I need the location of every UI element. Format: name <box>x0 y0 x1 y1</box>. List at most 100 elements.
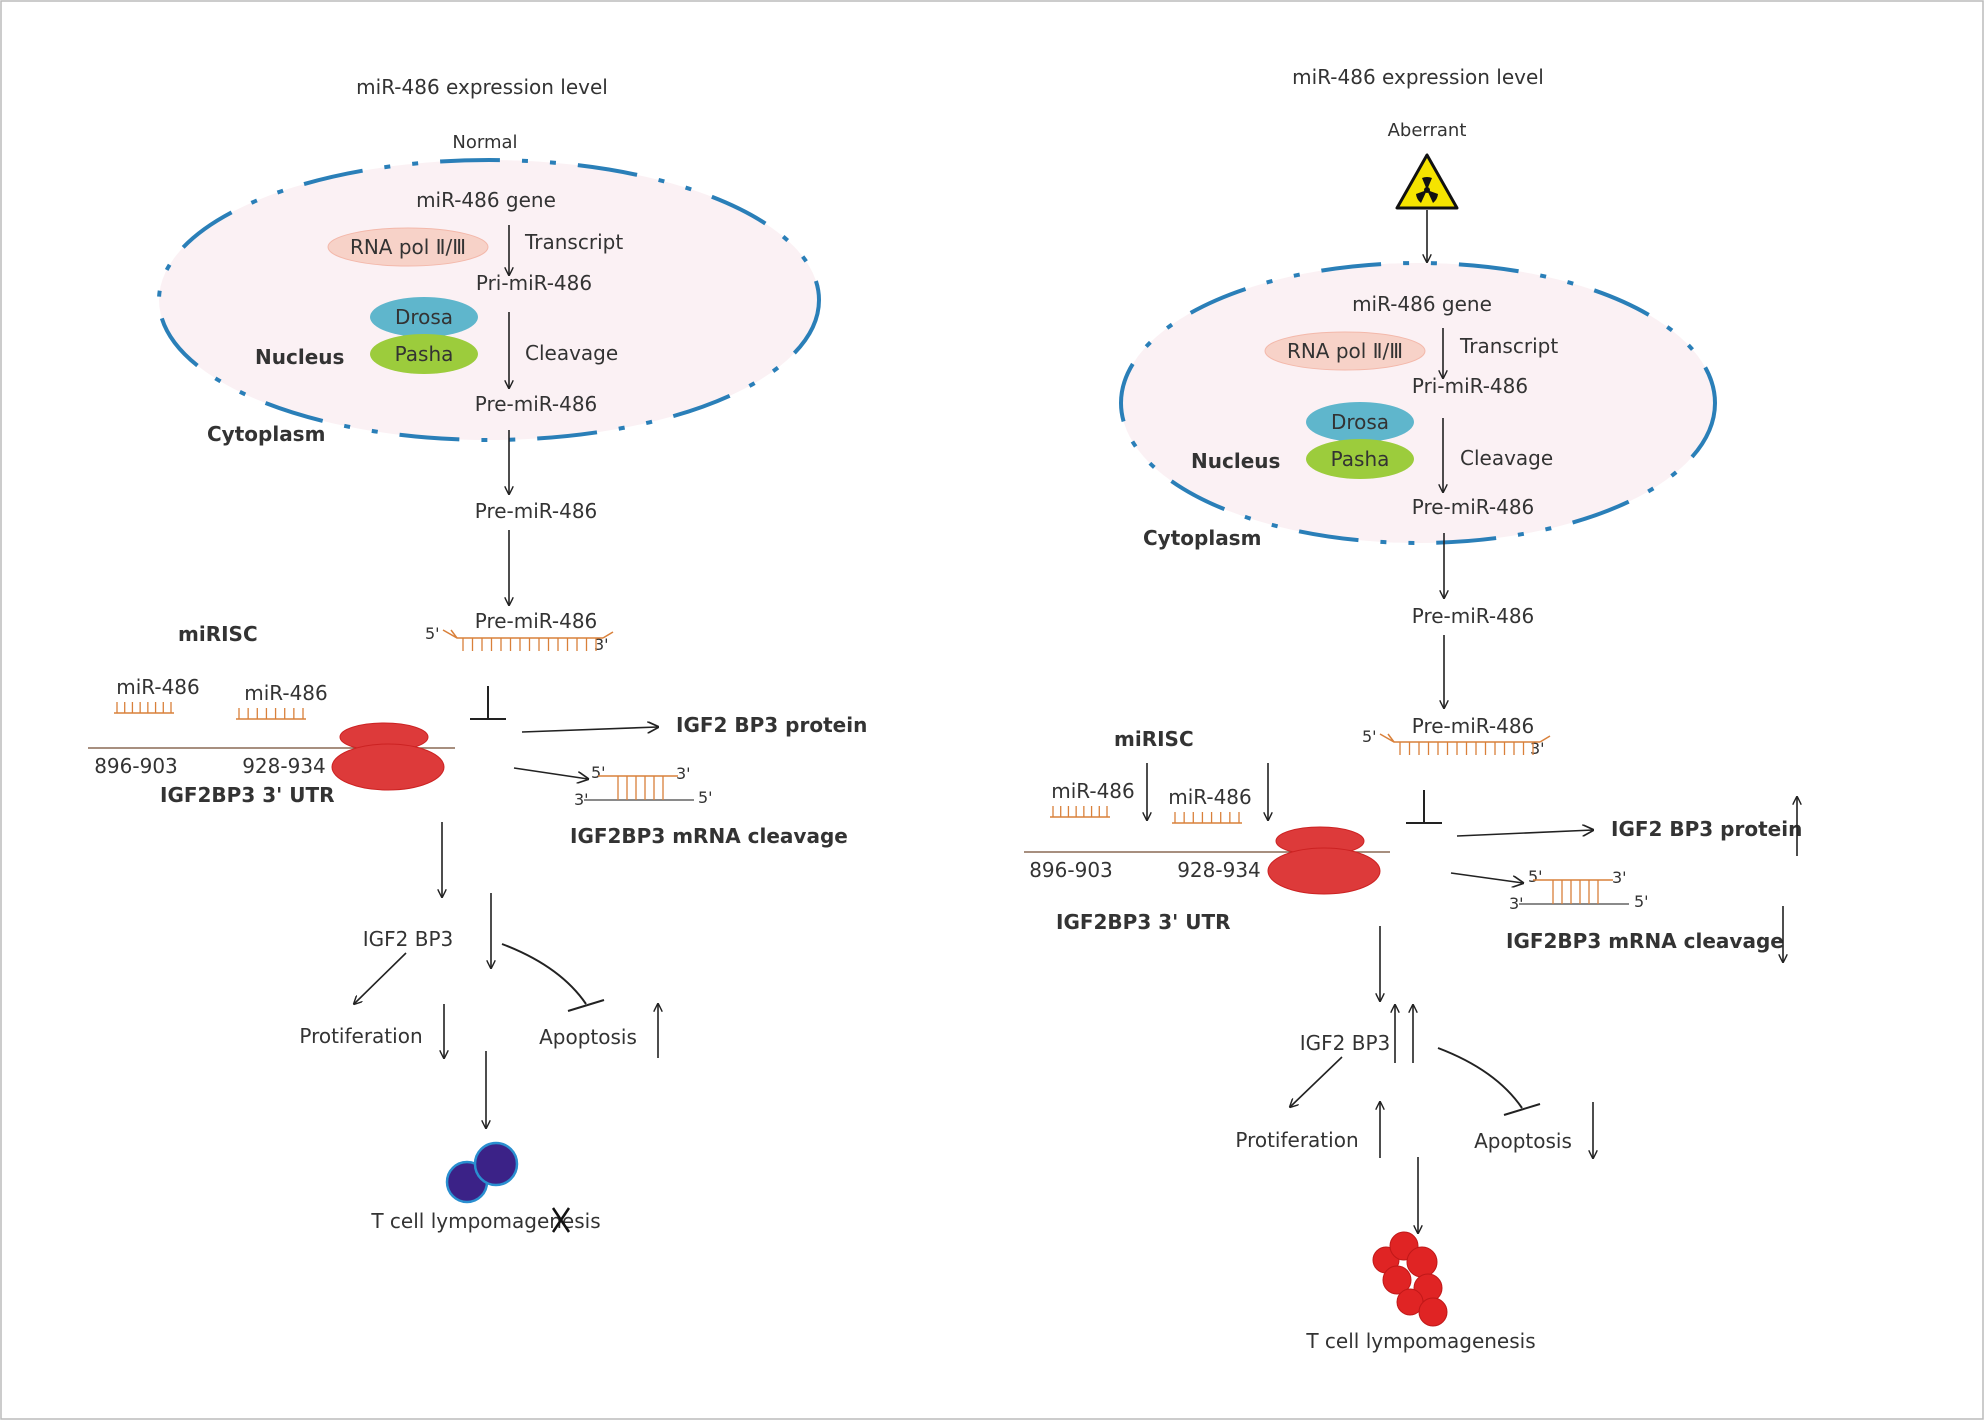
apoptosis-inhibition-bar <box>567 999 605 1012</box>
pre-mir-cytoplasm-label: Pre-miR-486 <box>475 499 598 523</box>
expression-title: miR-486 expression level <box>356 75 608 99</box>
mrna-cleavage-arrow <box>513 767 588 779</box>
radiation-hazard-icon <box>1395 153 1459 210</box>
mirisc-label: miRISC <box>1114 727 1194 751</box>
nucleus-label: Nucleus <box>255 345 344 369</box>
transcript-label: Transcript <box>1459 334 1558 358</box>
cross-mark-icon <box>551 1207 571 1233</box>
duplex-five-prime: 5' <box>1362 727 1377 746</box>
apoptosis-inhibition-curve <box>501 943 587 1005</box>
protein-label: IGF2 BP3 protein <box>676 713 867 737</box>
cytoplasm-label: Cytoplasm <box>207 422 325 446</box>
duplex-five-prime: 5' <box>425 624 440 643</box>
pre-mir-duplex-label: Pre-miR-486 <box>1412 714 1535 738</box>
expression-title: miR-486 expression level <box>1292 65 1544 89</box>
cleaved-three-prime-a: 3' <box>1612 868 1627 887</box>
nucleus-membrane <box>157 158 821 442</box>
inhibition-symbol <box>1406 790 1442 824</box>
pre-mir-nucleus-label: Pre-miR-486 <box>1412 495 1535 519</box>
rna-pol-label: RNA pol Ⅱ/Ⅲ <box>1287 339 1403 363</box>
proliferation-label: Protiferation <box>299 1024 422 1048</box>
rna-pol-enzyme <box>1264 331 1426 371</box>
site-896-903-label: 896-903 <box>94 754 178 778</box>
pri-mir-label: Pri-miR-486 <box>476 271 592 295</box>
condition-label: Aberrant <box>1388 120 1467 141</box>
cytoplasm-label: Cytoplasm <box>1143 526 1261 550</box>
pasha-label: Pasha <box>395 342 454 366</box>
cleaved-five-prime-a: 5' <box>1528 867 1543 886</box>
apoptosis-inhibition-curve <box>1437 1047 1523 1109</box>
proliferation-arrow <box>1290 1056 1343 1107</box>
drosa-label: Drosa <box>395 305 453 329</box>
nucleus-label: Nucleus <box>1191 449 1280 473</box>
cleavage-label: Cleavage <box>525 341 618 365</box>
mirisc-label: miRISC <box>178 622 258 646</box>
mir-486-a-strand <box>1050 806 1110 818</box>
mrna-cleavage-arrow <box>1450 872 1523 883</box>
mir-486-a-label: miR-486 <box>1051 779 1135 803</box>
pre-mir-duplex-strand <box>1379 733 1551 755</box>
mir-486-a-strand <box>114 702 174 714</box>
mir-486-b-label: miR-486 <box>244 681 328 705</box>
mrna-cleavage-label: IGF2BP3 mRNA cleavage <box>1506 929 1784 953</box>
pri-mir-label: Pri-miR-486 <box>1412 374 1528 398</box>
mir-486-a-label: miR-486 <box>116 675 200 699</box>
apoptosis-label: Apoptosis <box>1474 1129 1572 1153</box>
proliferation-label: Protiferation <box>1235 1128 1358 1152</box>
utr-label: IGF2BP3 3' UTR <box>1056 910 1231 934</box>
apoptosis-inhibition-bar <box>1503 1103 1541 1116</box>
cleaved-mrna-duplex <box>1519 879 1629 905</box>
cleavage-label: Cleavage <box>1460 446 1553 470</box>
pasha-label: Pasha <box>1331 447 1390 471</box>
mrna-cleavage-label: IGF2BP3 mRNA cleavage <box>570 824 848 848</box>
apoptosis-label: Apoptosis <box>539 1025 637 1049</box>
duplex-three-prime: 3' <box>594 635 609 654</box>
site-928-934-label: 928-934 <box>1177 858 1261 882</box>
gene-label: miR-486 gene <box>416 188 556 212</box>
cell-cluster-icon <box>1372 1231 1448 1327</box>
mir-486-b-strand <box>1172 812 1242 824</box>
outcome-label: T cell lympomagenesis <box>1305 1329 1535 1353</box>
cleaved-five-prime-b: 5' <box>1634 892 1649 911</box>
nucleus-membrane <box>1119 261 1717 545</box>
gene-label: miR-486 gene <box>1352 292 1492 316</box>
mir-486-b-strand <box>236 708 306 720</box>
transcript-label: Transcript <box>524 230 623 254</box>
cleaved-five-prime-a: 5' <box>591 763 606 782</box>
aberrant-panel: miR-486 expression level Aberrant miR-48… <box>1024 65 1802 1353</box>
pre-mir-duplex-label: Pre-miR-486 <box>475 609 598 633</box>
pre-mir-nucleus-label: Pre-miR-486 <box>475 392 598 416</box>
drosa-label: Drosa <box>1331 410 1389 434</box>
pasha-enzyme <box>370 334 478 374</box>
cleaved-three-prime-b: 3' <box>1509 894 1524 913</box>
protein-arrow <box>1456 830 1593 837</box>
rna-pol-label: RNA pol Ⅱ/Ⅲ <box>350 235 466 259</box>
site-928-934-label: 928-934 <box>242 754 326 778</box>
utr-label: IGF2BP3 3' UTR <box>160 783 335 807</box>
igf2bp3-label: IGF2 BP3 <box>363 927 454 951</box>
drosa-enzyme <box>370 297 478 337</box>
site-896-903-label: 896-903 <box>1029 858 1113 882</box>
igf2bp3-label: IGF2 BP3 <box>1300 1031 1391 1055</box>
normal-panel: miR-486 expression level Normal miR-486 … <box>88 75 867 1233</box>
pre-mir-duplex-strand <box>442 629 614 651</box>
pasha-enzyme <box>1306 439 1414 479</box>
ribosome-icon <box>331 722 445 791</box>
protein-arrow <box>521 727 658 732</box>
pre-mir-cytoplasm-label: Pre-miR-486 <box>1412 604 1535 628</box>
cleaved-five-prime-b: 5' <box>698 788 713 807</box>
rna-pol-enzyme <box>327 227 489 267</box>
proliferation-arrow <box>354 952 407 1004</box>
normal-t-cells-icon <box>445 1141 519 1204</box>
cleaved-mrna-duplex <box>584 775 694 801</box>
inhibition-symbol <box>470 686 506 720</box>
ribosome-icon <box>1267 826 1381 895</box>
condition-label: Normal <box>452 132 517 153</box>
mir-486-b-label: miR-486 <box>1168 785 1252 809</box>
cleaved-three-prime-b: 3' <box>574 790 589 809</box>
protein-label: IGF2 BP3 protein <box>1611 817 1802 841</box>
cleaved-three-prime-a: 3' <box>676 764 691 783</box>
drosa-enzyme <box>1306 402 1414 442</box>
